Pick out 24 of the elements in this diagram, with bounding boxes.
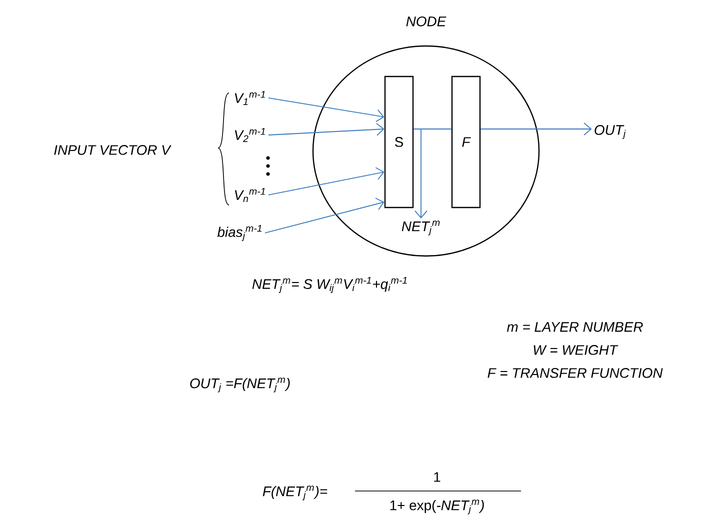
text-label: INPUT VECTOR V [54, 145, 172, 155]
signal-label: V$_{n}$m-1 [234, 188, 265, 202]
signal-label: bias$_{j}$m-1 [217, 224, 262, 242]
signal-label: V$_{1}$m-1 [234, 90, 265, 106]
signal-label: V$_{2}$m-1 [234, 128, 265, 142]
signal-label: OUT$_{j}$ [594, 125, 626, 139]
legend-note: m = LAYER NUMBER [506, 322, 643, 332]
arrow [268, 122, 384, 136]
formula: F(NET$_{j}$$^{m}$)= [262, 486, 328, 500]
formula: NET$_{j}$$^{m}$= S W$_{ij}$$^{m}$V$_{i}$$^{m-1}$+q$_{i}$m-1 [252, 276, 407, 294]
arrow [413, 128, 428, 218]
legend-note: F = TRANSFER FUNCTION [488, 368, 663, 378]
arrow [268, 98, 384, 122]
arrow [264, 198, 384, 234]
function-box: S [384, 76, 414, 208]
formula: 1+ exp(-NET$_{j}$$^{m}$) [390, 500, 484, 514]
signal-label: NET$_{j}$m [402, 220, 440, 236]
node-label: NODE [406, 16, 446, 26]
formula: 1 [434, 472, 440, 482]
arrow [268, 167, 384, 196]
legend-note: W = WEIGHT [534, 345, 618, 355]
function-box: F [451, 76, 481, 208]
arrow [480, 122, 592, 136]
formula: OUT$_{j}$ =F(NET$_{j}$$^{m}$) [190, 378, 290, 392]
